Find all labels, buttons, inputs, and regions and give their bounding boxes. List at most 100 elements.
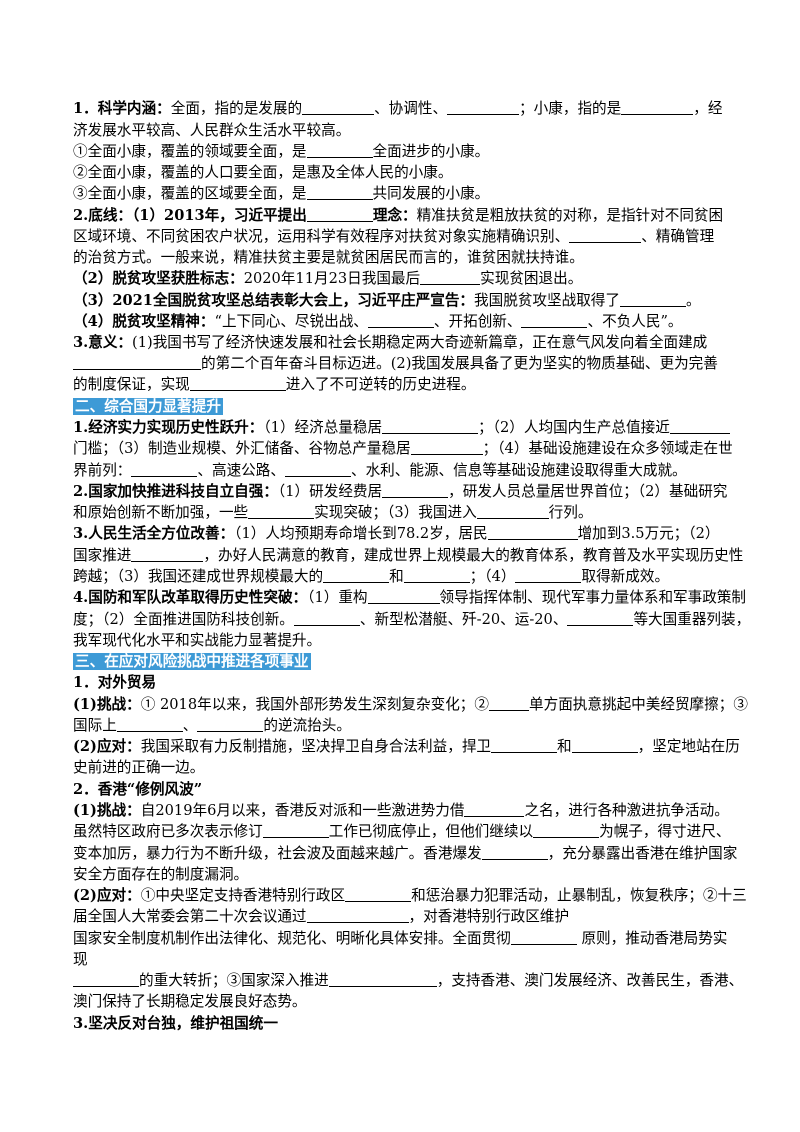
fill-in-blank[interactable] bbox=[306, 908, 409, 923]
fill-in-blank[interactable] bbox=[73, 355, 201, 370]
body-text: 的治贫方式。一般来说，精准扶贫主要是就贫困居民而言的，谁贫困就扶持谁。 bbox=[73, 249, 584, 266]
fill-in-blank[interactable] bbox=[567, 611, 634, 626]
fill-in-blank[interactable] bbox=[410, 440, 483, 455]
fill-in-blank[interactable] bbox=[131, 462, 198, 477]
fill-in-blank[interactable] bbox=[189, 376, 286, 391]
text-line: 国家推进，办好人民满意的教育，建成世界上规模最大的教育体系，教育普及水平实现历史… bbox=[73, 545, 770, 567]
bold-text: 3.坚决反对台独，维护祖国统一 bbox=[73, 1015, 278, 1032]
body-text: ① 2018年以来，我国外部形势发生深刻复杂变化；② bbox=[140, 696, 489, 713]
text-line: 3.人民生活全方位改善：（1）人均预期寿命增长到78.2岁，居民增加到3.5万元… bbox=[73, 523, 770, 545]
fill-in-blank[interactable] bbox=[521, 313, 588, 328]
body-text: 史前进的正确一边。 bbox=[73, 759, 205, 776]
fill-in-blank[interactable] bbox=[382, 483, 449, 498]
bold-text: 3.意义： bbox=[73, 334, 133, 351]
fill-in-blank[interactable] bbox=[248, 504, 315, 519]
text-line: 跨越；（3）我国还建成世界规模最大的和；（4）取得新成效。 bbox=[73, 566, 770, 588]
text-line: （3）2021全国脱贫攻坚总结表彰大会上，习近平庄严宣告：我国脱贫攻坚战取得了。 bbox=[73, 290, 770, 312]
body-text: 我国采取有力反制措施，坚决捍卫自身合法利益，捍卫 bbox=[140, 738, 492, 755]
body-text: ，经 bbox=[693, 100, 723, 117]
fill-in-blank[interactable] bbox=[367, 589, 440, 604]
text-line: 国际上、的逆流抬头。 bbox=[73, 715, 770, 737]
section-heading: 三、在应对风险挑战中推进各项事业 bbox=[73, 651, 770, 673]
body-text: 门槛；（3）制造业规模、外汇储备、谷物总产量稳居 bbox=[73, 440, 411, 457]
body-text: 、开拓创新、 bbox=[433, 313, 522, 330]
body-text: 为幌子，得寸进尺、 bbox=[599, 823, 731, 840]
text-line: ①全面小康，覆盖的领域要全面，是全面进步的小康。 bbox=[73, 141, 770, 163]
body-text: ，坚定地站在历 bbox=[637, 738, 740, 755]
body-text: 和原始创新不断加强，一些 bbox=[73, 504, 249, 521]
fill-in-blank[interactable] bbox=[420, 270, 481, 285]
body-text: 、不负人民”。 bbox=[587, 313, 683, 330]
fill-in-blank[interactable] bbox=[669, 419, 730, 434]
fill-in-blank[interactable] bbox=[481, 845, 548, 860]
text-line: 3.坚决反对台独，维护祖国统一 bbox=[73, 1013, 770, 1035]
text-line: 2．香港“修例风波” bbox=[73, 779, 770, 801]
fill-in-blank[interactable] bbox=[403, 568, 470, 583]
fill-in-blank[interactable] bbox=[476, 504, 549, 519]
text-line: ②全面小康，覆盖的人口要全面，是惠及全体人民的小康。 bbox=[73, 162, 770, 184]
body-text: ，办好人民满意的教育，建成世界上规模最大的教育体系，教育普及水平实现历史性 bbox=[203, 547, 744, 564]
body-text: 届全国人大常委会第二十次会议通过 bbox=[73, 908, 307, 925]
fill-in-blank[interactable] bbox=[73, 972, 139, 987]
body-text: 安全方面存在的制度漏洞。 bbox=[73, 866, 249, 883]
body-text: 增加到3.5万元；（2） bbox=[577, 525, 720, 542]
fill-in-blank[interactable] bbox=[569, 228, 642, 243]
fill-in-blank[interactable] bbox=[328, 972, 437, 987]
fill-in-blank[interactable] bbox=[464, 802, 525, 817]
text-line: 门槛；（3）制造业规模、外汇储备、谷物总产量稳居；（4）基础设施建设在众多领域走… bbox=[73, 438, 770, 460]
body-text: 现 bbox=[73, 951, 88, 968]
fill-in-blank[interactable] bbox=[116, 717, 183, 732]
fill-in-blank[interactable] bbox=[491, 738, 558, 753]
body-text: 、 bbox=[182, 717, 198, 734]
fill-in-blank[interactable] bbox=[382, 419, 479, 434]
text-line: (2)应对：我国采取有力反制措施，坚决捍卫自身合法利益，捍卫和，坚定地站在历 bbox=[73, 736, 770, 758]
text-line: 区域环境、不同贫困农户状况，运用科学有效程序对扶贫对象实施精确识别、、精确管理 bbox=[73, 226, 770, 248]
fill-in-blank[interactable] bbox=[571, 738, 638, 753]
body-text: 工作已彻底停止，但他们继续以 bbox=[328, 823, 534, 840]
body-text: 实现贫困退出。 bbox=[480, 270, 583, 287]
fill-in-blank[interactable] bbox=[510, 930, 577, 945]
text-line: （4）脱贫攻坚精神：“上下同心、尽锐出战、 、开拓创新、 、不负人民”。 bbox=[73, 311, 770, 333]
bold-text: （4）脱贫攻坚精神： bbox=[73, 313, 215, 330]
body-text: ，充分暴露出香港在维护国家 bbox=[547, 845, 738, 862]
fill-in-blank[interactable] bbox=[197, 717, 264, 732]
body-text: 单方面执意挑起中美经贸摩擦；③ bbox=[529, 696, 748, 713]
fill-in-blank[interactable] bbox=[306, 207, 373, 222]
fill-in-blank[interactable] bbox=[323, 568, 390, 583]
text-line: 变本加厉，暴力行为不断升级，社会波及面越来越广。香港爆发，充分暴露出香港在维护国… bbox=[73, 843, 770, 865]
body-text: 精准扶贫是粗放扶贫的对称，是指针对不同贫困 bbox=[416, 207, 724, 224]
bold-text: 2.底线：（1）2013年，习近平提出 bbox=[73, 207, 307, 224]
body-text: 行列。 bbox=[548, 504, 593, 521]
fill-in-blank[interactable] bbox=[487, 525, 578, 540]
fill-in-blank[interactable] bbox=[293, 611, 360, 626]
fill-in-blank[interactable] bbox=[306, 185, 373, 200]
text-line: 1.经济实力实现历史性跃升：（1）经济总量稳居；（2）人均国内生产总值接近 bbox=[73, 417, 770, 439]
fill-in-blank[interactable] bbox=[489, 696, 529, 711]
body-text: 自2019年6月以来，香港反对派和一些激进势力借 bbox=[140, 802, 465, 819]
text-line: (2)应对：①中央坚定支持香港特别行政区和惩治暴力犯罪活动，止暴制乱，恢复秩序；… bbox=[73, 885, 770, 907]
body-text: 原则，推动香港局势实 bbox=[576, 930, 728, 947]
text-line: 2.底线：（1）2013年，习近平提出理念：精准扶贫是粗放扶贫的对称，是指针对不… bbox=[73, 205, 770, 227]
fill-in-blank[interactable] bbox=[262, 823, 329, 838]
body-text: 领导指挥体制、现代军事力量体系和军事政策制 bbox=[439, 589, 747, 606]
body-text: 。 bbox=[685, 292, 701, 309]
fill-in-blank[interactable] bbox=[367, 313, 434, 328]
fill-in-blank[interactable] bbox=[284, 462, 351, 477]
fill-in-blank[interactable] bbox=[621, 100, 694, 115]
text-line: 澳门保持了长期稳定发展良好态势。 bbox=[73, 991, 770, 1013]
fill-in-blank[interactable] bbox=[447, 100, 520, 115]
body-text: 澳门保持了长期稳定发展良好态势。 bbox=[73, 993, 307, 1010]
fill-in-blank[interactable] bbox=[345, 887, 412, 902]
fill-in-blank[interactable] bbox=[533, 823, 600, 838]
fill-in-blank[interactable] bbox=[515, 568, 582, 583]
fill-in-blank[interactable] bbox=[306, 143, 373, 158]
fill-in-blank[interactable] bbox=[302, 100, 375, 115]
body-text: 和惩治暴力犯罪活动，止暴制乱，恢复秩序；②十三 bbox=[411, 887, 747, 904]
body-text: “上下同心、尽锐出战、 bbox=[214, 313, 368, 330]
fill-in-blank[interactable] bbox=[131, 547, 204, 562]
fill-in-blank[interactable] bbox=[619, 292, 686, 307]
body-text: ②全面小康，覆盖的人口要全面，是惠及全体人民的小康。 bbox=[73, 164, 453, 181]
body-text: 我国脱贫攻坚战取得了 bbox=[474, 292, 620, 309]
